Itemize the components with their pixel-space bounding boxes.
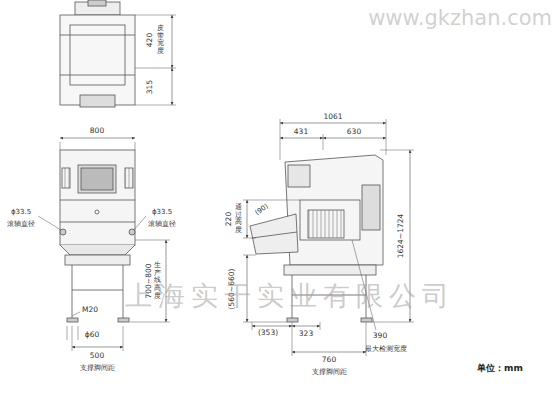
dimension: (90) [254,203,270,217]
dimension-note: 滚轴直径 [148,221,176,228]
dimension-note: 皮带宽度 [157,25,164,56]
dimension: 800 [90,127,104,135]
dimension: ϕ60 [85,331,100,339]
dimension: 630 [347,128,361,136]
dimension: 323 [299,330,313,338]
dimension: 220 [225,212,233,226]
callout-text: M20 [82,306,98,314]
dimension: 315 [146,80,154,94]
dimension: 390 [373,332,387,340]
dimension: 1061 [323,113,342,121]
dimension: 1624~1724 [397,214,405,258]
dimension-note: 支撑脚间距 [80,365,115,372]
dimension-note: 滚轴直径 [7,221,35,228]
dimension-note: 通过高度 [235,204,242,235]
unit-note: 单位：mm [477,364,523,373]
dimension: ϕ33.5 [152,209,172,216]
watermark: www.gkzhan.com [368,8,552,29]
dimension: (353) [258,329,278,337]
dimension-note: 支撑脚间距 [312,369,347,376]
dimension: 420 [146,33,154,47]
dimension-note: 最大检测宽度 [365,346,407,353]
watermark: 上海实干实业有限公司 [125,282,455,309]
dimension: ϕ33.5 [11,209,31,216]
dimension: 760 [322,356,336,364]
dimension: 500 [90,352,104,360]
dimension: 431 [294,128,308,136]
